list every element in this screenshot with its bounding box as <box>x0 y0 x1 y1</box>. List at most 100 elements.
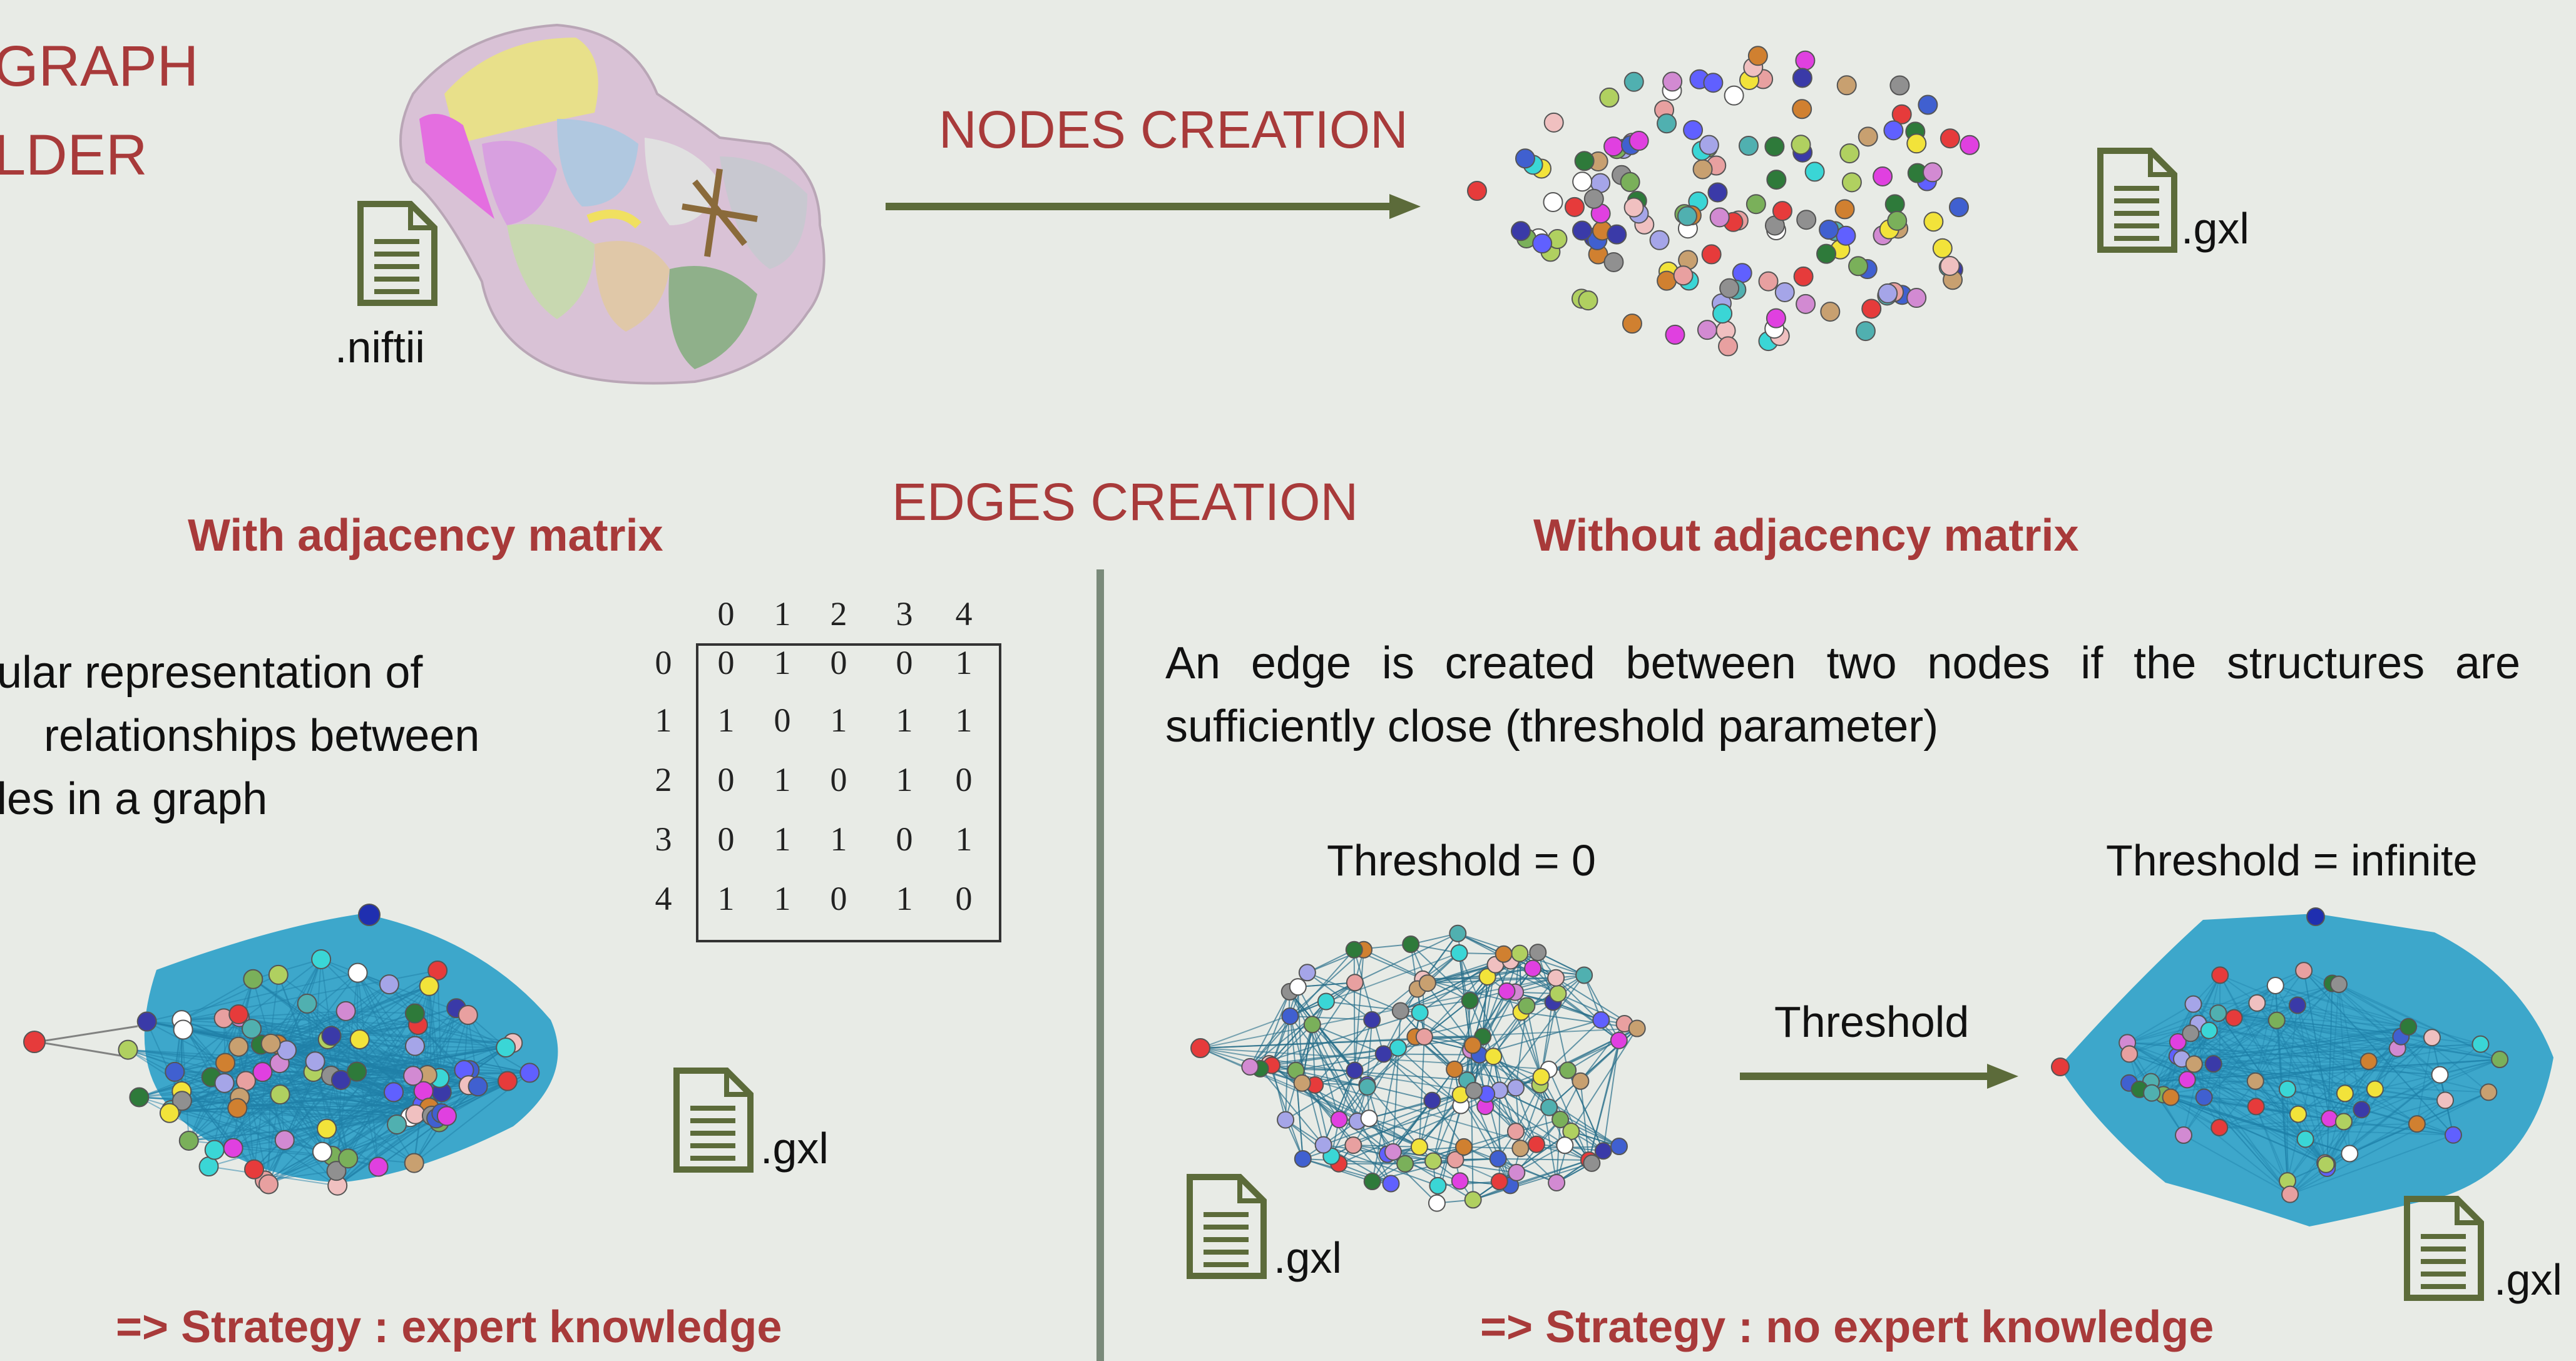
with-matrix-heading: With adjacency matrix <box>188 511 663 561</box>
graph-node <box>1490 1173 1508 1191</box>
graph-node <box>1816 243 1837 264</box>
graph-edge <box>1354 932 1458 984</box>
graph-node <box>1657 270 1677 291</box>
graph-node <box>252 1062 273 1083</box>
graph-edge <box>2219 982 2333 1128</box>
graph-edge <box>2332 982 2500 1060</box>
graph-node <box>1314 1136 1332 1154</box>
graph-node <box>1683 120 1704 140</box>
graph-edge <box>2194 1026 2409 1065</box>
graph-node <box>387 1114 407 1134</box>
graph-edge <box>1249 991 1291 1068</box>
graph-node <box>2471 1035 2490 1053</box>
graph-node <box>1657 113 1677 134</box>
graph-node <box>1738 135 1759 156</box>
graph-node <box>1793 266 1814 287</box>
graph-edge <box>1588 1040 1620 1161</box>
matrix-description-line-3: les in a graph <box>0 773 268 824</box>
graph-node <box>1190 1038 1210 1058</box>
graph-node <box>1464 1036 1482 1054</box>
graph-node <box>1923 162 1943 183</box>
graph-edge <box>1353 949 1356 1071</box>
graph-node <box>1719 278 1740 298</box>
graph-node <box>1834 199 1855 220</box>
graph-edge <box>2329 984 2339 1119</box>
threshold-arrow-label: Threshold <box>1774 997 1970 1046</box>
graph-node <box>468 1076 488 1097</box>
graph-node <box>2423 1029 2441 1047</box>
graph-node <box>243 969 263 989</box>
matrix-cell: 0 <box>955 880 973 917</box>
graph-edge <box>37 1025 138 1043</box>
graph-edge <box>1557 993 1620 1041</box>
graph-edge <box>1200 1048 1487 1095</box>
graph-node <box>1510 221 1531 242</box>
graph-node <box>1772 201 1792 222</box>
graph-node <box>1622 313 1642 334</box>
graph-node <box>1628 1019 1646 1037</box>
graph-edge <box>1567 1027 1638 1071</box>
graph-edge <box>2219 1118 2330 1128</box>
graph-node <box>1592 1011 1610 1029</box>
graph-node <box>436 1106 457 1126</box>
matrix-col-header: 4 <box>955 595 973 633</box>
graph-edge <box>2276 1019 2418 1124</box>
graph-edge <box>1271 1065 1287 1120</box>
graph-node <box>1841 172 1862 193</box>
title-line-1: GRAPH <box>0 34 199 98</box>
graph-node <box>2317 1155 2335 1173</box>
graph-edge <box>2297 1026 2409 1115</box>
graph-edge <box>2329 1037 2433 1119</box>
graph-node <box>1883 120 1904 141</box>
graph-edge <box>2400 1036 2446 1101</box>
graph-edge <box>1479 1019 1602 1056</box>
graph-node <box>215 1053 236 1073</box>
graph-node <box>404 1153 424 1173</box>
graph-node <box>1511 944 1529 962</box>
graph-node <box>1418 974 1436 992</box>
matrix-cell: 1 <box>774 761 791 798</box>
graph-node <box>2162 1088 2180 1106</box>
title-line-2: LDER <box>0 123 148 187</box>
graph-node <box>1303 1016 1321 1034</box>
matrix-cell: 1 <box>830 820 847 858</box>
graph-node <box>330 1069 351 1090</box>
matrix-cell: 1 <box>830 701 847 739</box>
graph-edge <box>1570 1028 1638 1132</box>
graph-node <box>1603 136 1624 157</box>
graph-edge <box>1297 982 1355 988</box>
graph-edge <box>2349 1123 2418 1155</box>
file-icon <box>357 201 437 306</box>
graph-node <box>2051 1058 2070 1076</box>
graph-edge <box>2213 1063 2446 1101</box>
graph-edge <box>1369 1099 1433 1119</box>
graph-edge <box>2361 1109 2454 1136</box>
graph-edge <box>335 1024 419 1171</box>
graph-edge <box>2181 1043 2481 1060</box>
graph-node <box>1960 135 1980 155</box>
graph-edge <box>262 1071 285 1141</box>
graph-edge <box>2194 1026 2409 1065</box>
graph-node <box>379 974 399 995</box>
graph-edge <box>2194 1063 2256 1082</box>
graph-edge <box>2219 974 2398 1049</box>
graph-node <box>519 1063 540 1083</box>
graph-node <box>1455 1138 1473 1156</box>
graph-edge <box>2255 1081 2327 1165</box>
graph-node <box>1707 182 1728 203</box>
graph-node <box>1374 1045 1393 1063</box>
graph-edge <box>417 1024 465 1071</box>
graph-edge <box>2213 1063 2376 1090</box>
graph-edge <box>2255 1036 2401 1082</box>
graph-edge <box>1473 1131 1572 1201</box>
graph-edge <box>378 1121 440 1168</box>
graph-node <box>270 1084 290 1105</box>
matrix-cell: 0 <box>717 820 735 858</box>
graph-threshold-zero <box>1190 924 1646 1212</box>
graph-node <box>1791 135 1811 155</box>
graph-node <box>1891 104 1912 125</box>
graph-node <box>1511 1139 1530 1158</box>
graph-edge <box>1383 1053 1433 1101</box>
graph-node <box>1889 75 1910 96</box>
graph-node <box>1450 944 1468 962</box>
